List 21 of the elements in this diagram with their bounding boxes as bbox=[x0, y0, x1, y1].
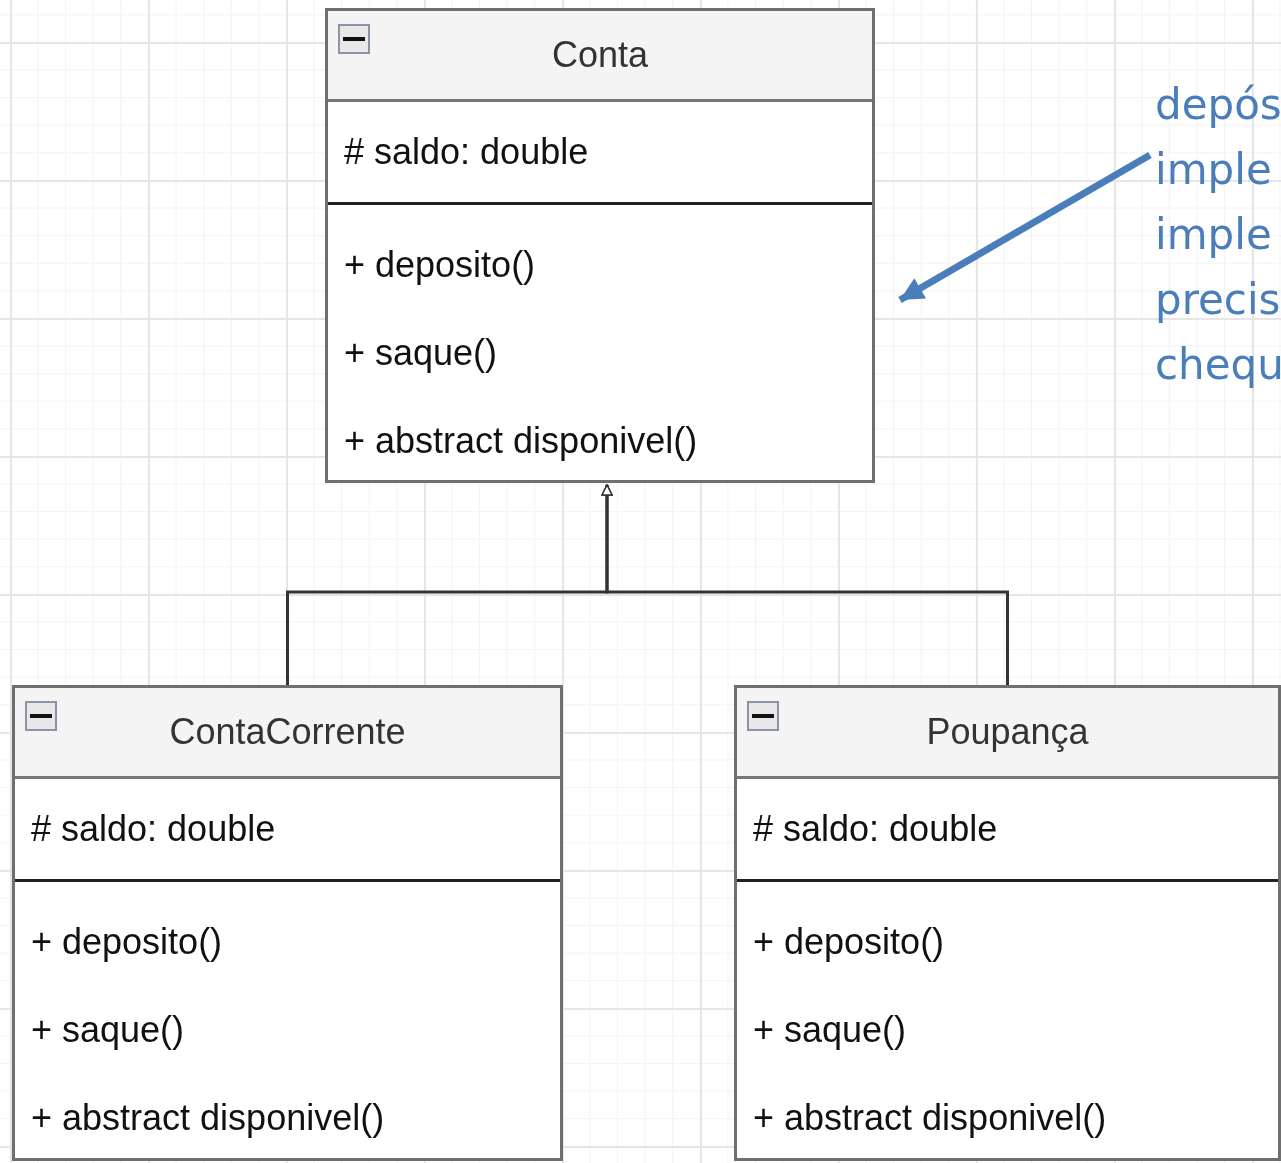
method-text: + abstract disponivel() bbox=[753, 1097, 1107, 1139]
class-box bbox=[734, 685, 1281, 1161]
attribute-text: # saldo: double bbox=[31, 808, 276, 850]
method-text: + saque() bbox=[344, 332, 498, 374]
class-name: Poupança bbox=[926, 711, 1089, 753]
method-text: + deposito() bbox=[344, 244, 536, 286]
class-name: ContaCorrente bbox=[169, 711, 406, 753]
method-text: + abstract disponivel() bbox=[31, 1097, 385, 1139]
method-text: + saque() bbox=[753, 1009, 907, 1051]
class-box bbox=[12, 685, 563, 1161]
class-box bbox=[325, 8, 875, 483]
method-text: + saque() bbox=[31, 1009, 185, 1051]
arrow bbox=[898, 151, 1152, 304]
method-text: + abstract disponivel() bbox=[344, 420, 698, 462]
note-text: depós imple imple precis chequ bbox=[1155, 72, 1281, 397]
method-text: + deposito() bbox=[753, 921, 945, 963]
method-text: + deposito() bbox=[31, 921, 223, 963]
attribute-text: # saldo: double bbox=[344, 131, 589, 173]
attribute-text: # saldo: double bbox=[753, 808, 998, 850]
inheritance-arrow bbox=[601, 484, 1009, 685]
class-name: Conta bbox=[551, 34, 649, 76]
